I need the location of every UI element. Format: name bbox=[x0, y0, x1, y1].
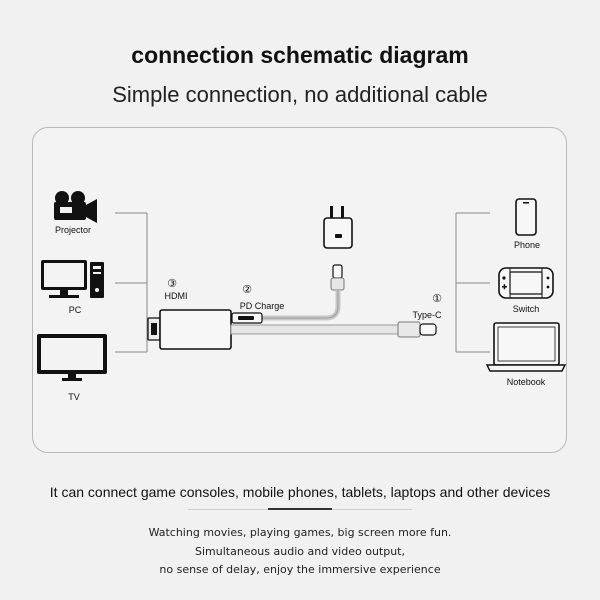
projector-icon bbox=[54, 191, 97, 223]
switch-icon bbox=[498, 267, 554, 299]
main-cable bbox=[230, 324, 399, 335]
device-label-notebook: Notebook bbox=[507, 377, 546, 387]
pc-icon bbox=[41, 260, 104, 298]
description-line-2: Simultaneous audio and video output, bbox=[195, 545, 405, 558]
diagram-panel bbox=[32, 127, 567, 453]
device-label-projector: Projector bbox=[55, 225, 91, 235]
port-number-typec: ① bbox=[432, 292, 442, 305]
port-number-pd: ② bbox=[242, 283, 252, 296]
divider-accent bbox=[268, 508, 332, 510]
device-label-tv: TV bbox=[68, 392, 80, 402]
page-title: connection schematic diagram bbox=[131, 42, 469, 68]
right-bracket bbox=[455, 212, 490, 353]
hdmi-connector bbox=[147, 309, 232, 350]
port-number-hdmi: ③ bbox=[167, 277, 177, 290]
feature-headline: It can connect game consoles, mobile pho… bbox=[49, 484, 551, 500]
description-line-3: no sense of delay, enjoy the immersive e… bbox=[159, 563, 441, 576]
port-label-hdmi: HDMI bbox=[165, 291, 188, 301]
description-line-1: Watching movies, playing games, big scre… bbox=[148, 526, 452, 539]
page-subtitle: Simple connection, no additional cable bbox=[112, 82, 488, 107]
port-label-typec: Type-C bbox=[412, 310, 442, 320]
pd-plug bbox=[330, 264, 345, 291]
typec-connector bbox=[397, 321, 437, 338]
left-bracket bbox=[115, 212, 148, 353]
device-label-switch: Switch bbox=[513, 304, 540, 314]
port-label-pd: PD Charge bbox=[240, 301, 285, 311]
notebook-icon bbox=[485, 322, 567, 372]
phone-icon bbox=[515, 198, 537, 236]
tv-icon bbox=[37, 334, 107, 381]
charger-icon bbox=[323, 206, 353, 249]
device-label-pc: PC bbox=[69, 305, 82, 315]
device-label-phone: Phone bbox=[514, 240, 540, 250]
